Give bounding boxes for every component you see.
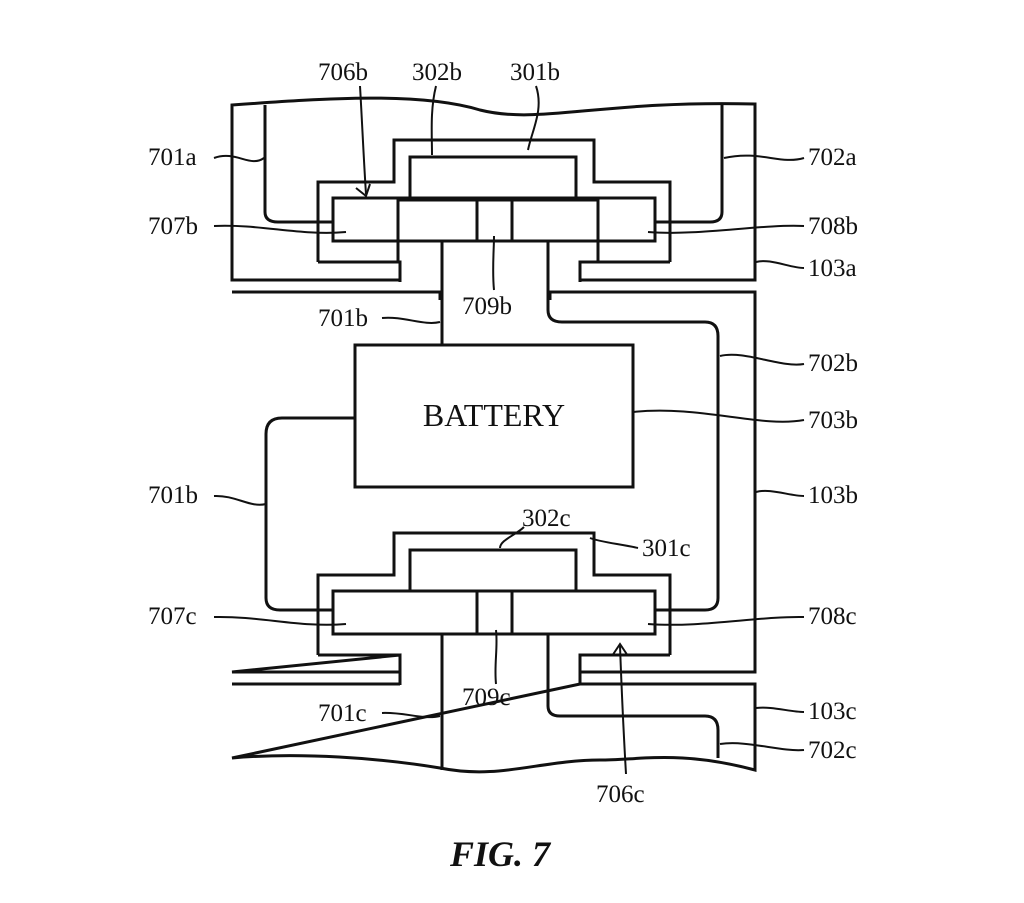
label-301b: 301b	[510, 59, 560, 86]
label-302b: 302b	[412, 59, 462, 86]
label-709b: 709b	[462, 293, 512, 320]
label-701b-left: 701b	[148, 482, 198, 509]
housing-inner-lower	[318, 653, 670, 685]
battery-label: BATTERY	[423, 397, 565, 433]
label-707c: 707c	[148, 603, 197, 630]
conductor-bar-706b	[331, 196, 657, 243]
label-701a: 701a	[148, 144, 197, 171]
label-302c: 302c	[522, 505, 571, 532]
label-701b-top: 701b	[318, 305, 368, 332]
housing-inner-upper	[318, 260, 670, 282]
label-702a: 702a	[808, 144, 857, 171]
label-706c: 706c	[596, 781, 645, 808]
label-706b: 706b	[318, 59, 368, 86]
label-702c: 702c	[808, 737, 857, 764]
housing-301b	[316, 138, 672, 262]
label-103c: 103c	[808, 698, 857, 725]
link-103b-outline	[231, 290, 757, 674]
reference-labels: 706b 302b 301b 701a 702a 707b 708b 103a …	[148, 59, 858, 808]
label-708c: 708c	[808, 603, 857, 630]
link-103c-outline	[231, 682, 757, 774]
label-103b: 103b	[808, 482, 858, 509]
label-702b: 702b	[808, 350, 858, 377]
label-708b: 708b	[808, 213, 858, 240]
wire-702b	[546, 241, 720, 612]
cover-302b	[408, 155, 578, 198]
battery-703b	[353, 343, 635, 489]
label-709c: 709c	[462, 684, 511, 711]
leader-lines	[213, 85, 805, 775]
conductor-bar-706c	[331, 589, 657, 636]
label-703b: 703b	[808, 407, 858, 434]
housing-301c	[316, 531, 672, 655]
figure-caption: FIG. 7	[449, 834, 552, 874]
wire-702c	[546, 634, 720, 758]
label-701c: 701c	[318, 700, 367, 727]
cover-302c	[408, 548, 578, 591]
label-707b: 707b	[148, 213, 198, 240]
label-301c: 301c	[642, 535, 691, 562]
wire-702a	[655, 105, 724, 224]
wire-701b-lower	[264, 416, 355, 612]
wire-701a	[263, 105, 333, 224]
label-103a: 103a	[808, 255, 857, 282]
